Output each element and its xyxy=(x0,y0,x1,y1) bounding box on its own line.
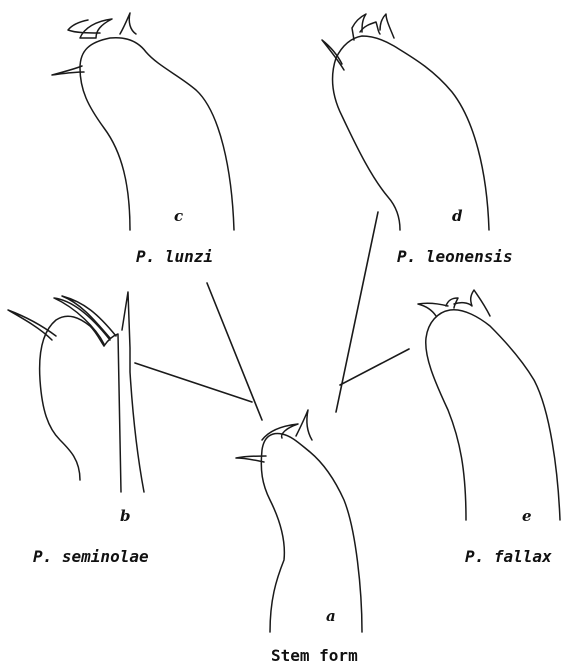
gonopod-drawing-e xyxy=(418,290,560,520)
panel-letter-e: e xyxy=(522,507,532,525)
species-label-fallax: P. fallax xyxy=(465,547,552,566)
species-label-seminolae: P. seminolae xyxy=(33,547,149,566)
panel-letter-a: a xyxy=(326,607,336,625)
panel-letter-c: c xyxy=(174,207,183,225)
species-label-lunzi: P. lunzi xyxy=(136,247,213,266)
connector-to-leonensis xyxy=(336,212,378,412)
gonopod-drawing-c xyxy=(52,13,234,230)
species-label-leonensis: P. leonensis xyxy=(397,247,513,266)
gonopod-drawing-a xyxy=(236,410,362,632)
connector-to-lunzi xyxy=(207,283,262,420)
panel-letter-d: d xyxy=(452,207,463,225)
connector-lines xyxy=(135,212,409,420)
gonopod-drawing-b xyxy=(8,292,144,492)
stem-form-label: Stem form xyxy=(271,646,358,665)
connector-to-fallax xyxy=(340,349,409,385)
panel-letter-b: b xyxy=(120,507,131,525)
connector-to-seminolae xyxy=(135,363,252,402)
gonopod-drawing-d xyxy=(322,14,489,230)
